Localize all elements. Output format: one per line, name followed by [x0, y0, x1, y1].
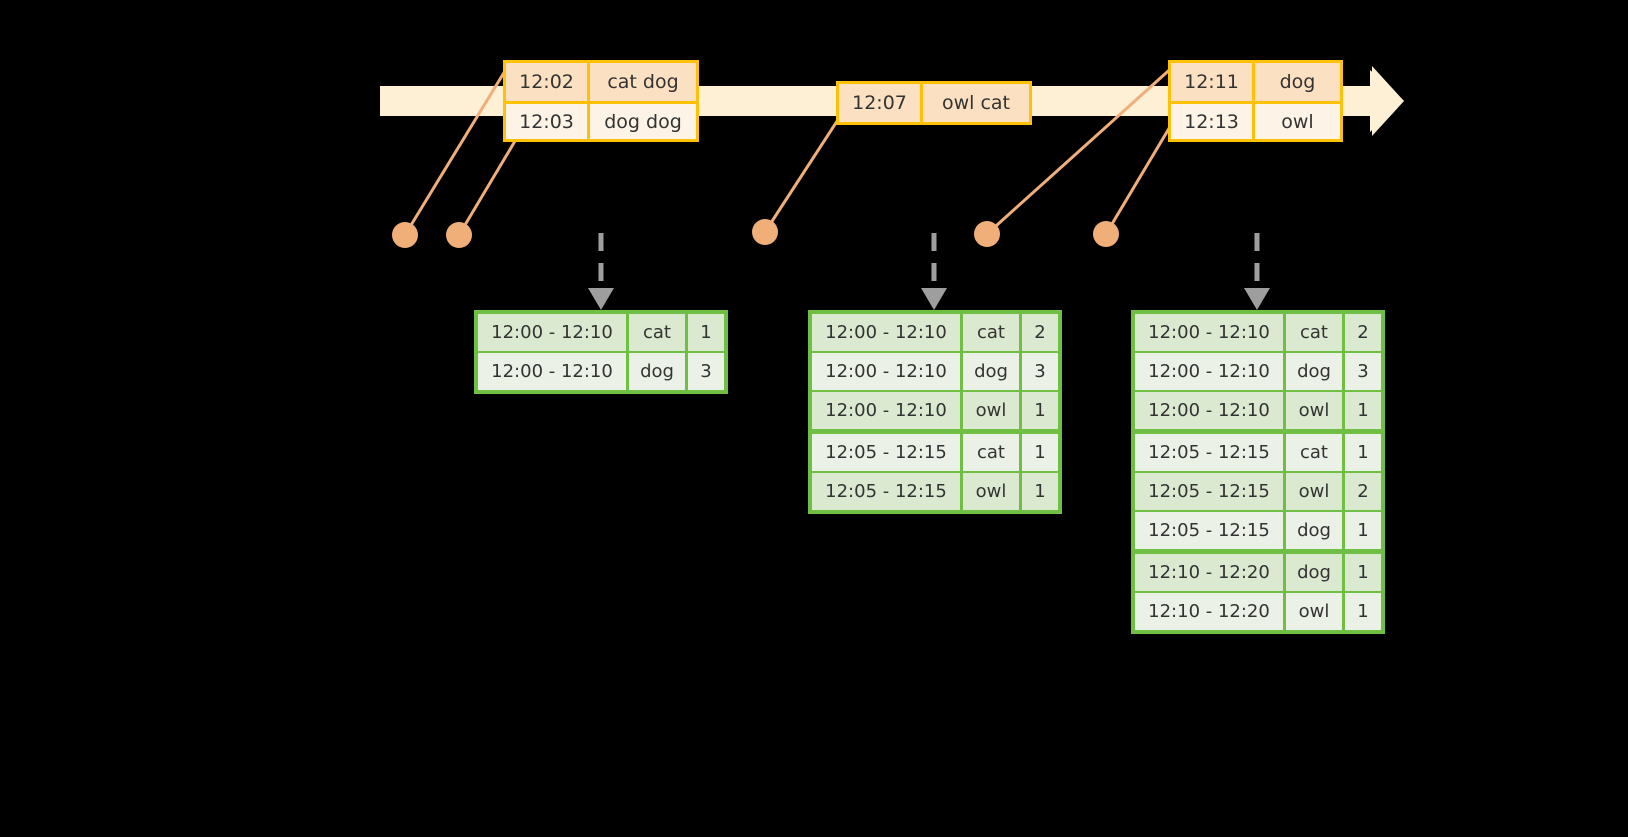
cell-count: 1	[1022, 392, 1058, 429]
cell-word: owl	[963, 392, 1019, 429]
cell-word: cat	[629, 314, 685, 351]
cell-window: 12:00 - 12:10	[812, 353, 960, 390]
cell-window: 12:05 - 12:15	[812, 434, 960, 471]
emit-arrowhead-3	[1244, 288, 1270, 310]
emit-arrows	[598, 233, 1260, 288]
cell-word: dog	[1286, 512, 1342, 549]
event-group-2[interactable]: 12:07 owl cat	[836, 81, 1032, 125]
cell-word: owl	[1286, 392, 1342, 429]
cell-word: dog	[1286, 353, 1342, 390]
emit-arrowhead-2	[921, 288, 947, 310]
cell-window: 12:05 - 12:15	[1135, 473, 1283, 510]
cell-window: 12:05 - 12:15	[1135, 512, 1283, 549]
cell-window: 12:00 - 12:10	[478, 314, 626, 351]
cell-count: 1	[1345, 392, 1381, 429]
cell-window: 12:00 - 12:10	[1135, 314, 1283, 351]
cell-count: 3	[1345, 353, 1381, 390]
connector-dot-5	[1093, 221, 1119, 247]
cell-count: 1	[1022, 473, 1058, 510]
cell-word: dog	[963, 353, 1019, 390]
cell-window: 12:00 - 12:10	[1135, 353, 1283, 390]
cell-count: 3	[1022, 353, 1058, 390]
cell-window: 12:10 - 12:20	[1135, 554, 1283, 591]
event-words: owl	[1281, 110, 1314, 133]
cell-count: 3	[688, 353, 724, 390]
cell-window: 12:10 - 12:20	[1135, 593, 1283, 630]
event-time: 12:03	[506, 104, 590, 139]
cell-count: 1	[688, 314, 724, 351]
event-group-3[interactable]: 12:11 dog 12:13 owl	[1168, 60, 1343, 142]
connector-dot-4	[974, 221, 1000, 247]
event-words: dog	[1279, 71, 1316, 93]
connector-line-2	[457, 129, 523, 237]
connector-dot-3	[752, 219, 778, 245]
event-time: 12:13	[1171, 104, 1255, 139]
event-row[interactable]: 12:07 owl cat	[839, 84, 1029, 122]
cell-window: 12:00 - 12:10	[812, 314, 960, 351]
event-time: 12:07	[839, 84, 923, 122]
cell-word: owl	[1286, 473, 1342, 510]
cell-window: 12:05 - 12:15	[1135, 434, 1283, 471]
cell-word: owl	[963, 473, 1019, 510]
cell-count: 1	[1345, 512, 1381, 549]
connector-dot-1	[392, 222, 418, 248]
event-words: cat dog	[607, 71, 679, 93]
cell-word: cat	[963, 314, 1019, 351]
cell-word: cat	[1286, 434, 1342, 471]
cell-count: 1	[1345, 593, 1381, 630]
event-row[interactable]: 12:03 dog dog	[506, 101, 696, 139]
event-row[interactable]: 12:02 cat dog	[506, 63, 696, 101]
cell-window: 12:00 - 12:10	[1135, 392, 1283, 429]
emit-arrowheads	[588, 288, 1270, 310]
cell-word: dog	[629, 353, 685, 390]
event-group-1[interactable]: 12:02 cat dog 12:03 dog dog	[503, 60, 699, 142]
event-row[interactable]: 12:13 owl	[1171, 101, 1340, 139]
event-words: owl cat	[941, 92, 1011, 114]
cell-count: 1	[1345, 434, 1381, 471]
event-row[interactable]: 12:11 dog	[1171, 63, 1340, 101]
connector-dot-2	[446, 222, 472, 248]
cell-word: owl	[1286, 593, 1342, 630]
cell-window: 12:00 - 12:10	[812, 392, 960, 429]
connector-line-3	[763, 110, 845, 234]
event-words: dog dog	[604, 110, 682, 133]
cell-word: dog	[1286, 554, 1342, 591]
cell-word: cat	[1286, 314, 1342, 351]
cell-window: 12:05 - 12:15	[812, 473, 960, 510]
event-time: 12:11	[1171, 63, 1255, 101]
cell-window: 12:00 - 12:10	[478, 353, 626, 390]
cell-count: 1	[1022, 434, 1058, 471]
cell-count: 1	[1345, 554, 1381, 591]
cell-count: 2	[1022, 314, 1058, 351]
timeline-arrowhead	[1372, 66, 1404, 136]
cell-count: 2	[1345, 314, 1381, 351]
cell-word: cat	[963, 434, 1019, 471]
connector-line-1	[403, 64, 510, 237]
emit-arrowhead-1	[588, 288, 614, 310]
connector-dots	[392, 219, 1119, 248]
timeline-arrowhead-shape	[1370, 70, 1404, 132]
cell-count: 2	[1345, 473, 1381, 510]
event-time: 12:02	[506, 63, 590, 101]
